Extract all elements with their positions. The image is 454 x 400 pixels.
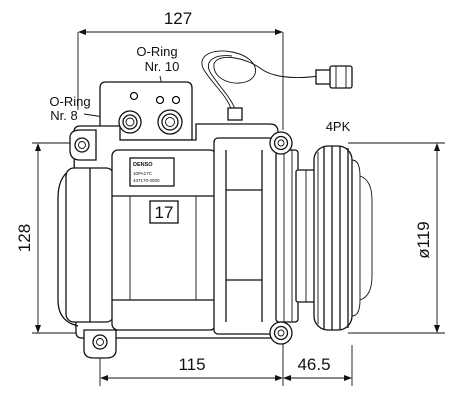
nameplate-brand: DENSO (133, 162, 153, 168)
connector-wire (201, 50, 353, 121)
nameplate-serial: 447170-0000 (133, 178, 160, 183)
oring-8-label-line1: O-Ring (49, 94, 90, 109)
port-oring-10 (157, 109, 183, 135)
dim-height-left-label: 128 (15, 224, 34, 252)
mount-ear-bottom-right (269, 321, 293, 345)
nameplate: DENSO 10PA17C 447170-0000 (129, 157, 175, 187)
dim-pulley-width (283, 345, 353, 386)
dim-pulley-width-label: 46.5 (297, 355, 330, 374)
bolt-hole-icon (155, 95, 165, 105)
belt-label: 4PK (326, 119, 351, 134)
oring-10-label-line2: Nr. 10 (145, 59, 180, 74)
oring-10-label-line1: O-Ring (136, 44, 177, 59)
dim-width-top (77, 29, 284, 130)
mount-ear-top-left (69, 129, 97, 161)
connector-housing (329, 65, 353, 89)
dim-pulley-diameter (348, 142, 445, 334)
bolt-hole-icon (129, 91, 139, 101)
mount-ear-bottom-left (83, 329, 117, 359)
dim-height-left (32, 142, 88, 334)
dim-width-bottom-label: 115 (178, 355, 205, 374)
wire-clip (227, 107, 243, 121)
part-number-box (149, 200, 179, 224)
nameplate-model: 10PA17C (133, 171, 153, 176)
compressor-body (57, 81, 317, 339)
dim-pulley-diameter-label: ø119 (414, 221, 433, 259)
port-oring-8 (118, 110, 142, 134)
part-number-label: 17 (155, 203, 174, 222)
dim-width-top-label: 127 (164, 9, 192, 28)
mount-ear-top-right (269, 131, 293, 155)
pulley (313, 145, 373, 331)
oring-8-label-line2: Nr. 8 (50, 108, 77, 123)
bolt-hole-icon (171, 95, 181, 105)
